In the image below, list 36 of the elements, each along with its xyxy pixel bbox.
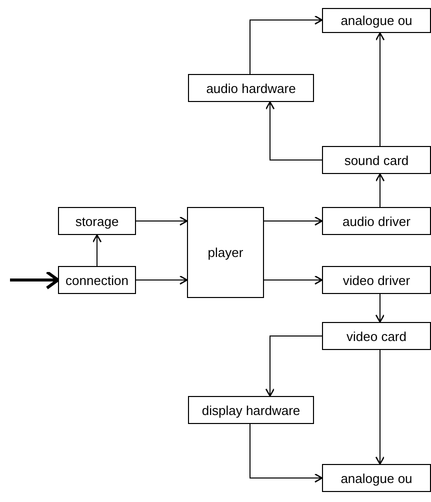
box-label: video card xyxy=(346,328,406,344)
arrow xyxy=(375,350,385,465)
arrow xyxy=(264,275,323,285)
arrow xyxy=(264,216,323,226)
process-box xyxy=(322,207,431,235)
arrow xyxy=(136,216,188,226)
arrow xyxy=(375,32,385,146)
box-label: display hardware xyxy=(202,402,300,418)
arrow xyxy=(10,270,60,290)
process-box xyxy=(187,207,264,298)
arrow xyxy=(375,173,385,208)
box-label: audio hardware xyxy=(206,80,296,96)
process-box xyxy=(322,322,431,350)
arrow xyxy=(265,336,322,397)
box-label: connection xyxy=(66,272,128,288)
box-label: video driver xyxy=(342,272,410,288)
process-box xyxy=(58,207,136,235)
process-box xyxy=(322,8,431,33)
box-label: storage xyxy=(75,214,119,228)
arrow xyxy=(265,101,322,160)
box-label: analogue ou xyxy=(340,13,412,28)
process-box xyxy=(188,74,314,102)
box-label: analogue ou xyxy=(340,470,412,486)
process-box xyxy=(322,146,431,174)
process-box xyxy=(322,464,431,492)
box-label: player xyxy=(208,245,244,260)
arrow xyxy=(250,15,323,74)
arrow xyxy=(136,275,188,285)
process-box xyxy=(58,266,136,294)
process-box xyxy=(322,266,431,294)
arrow xyxy=(375,294,385,323)
box-label: sound card xyxy=(344,152,409,168)
arrow xyxy=(92,234,102,266)
arrow xyxy=(250,424,323,483)
box-label: audio driver xyxy=(342,214,410,228)
process-box xyxy=(188,396,314,424)
